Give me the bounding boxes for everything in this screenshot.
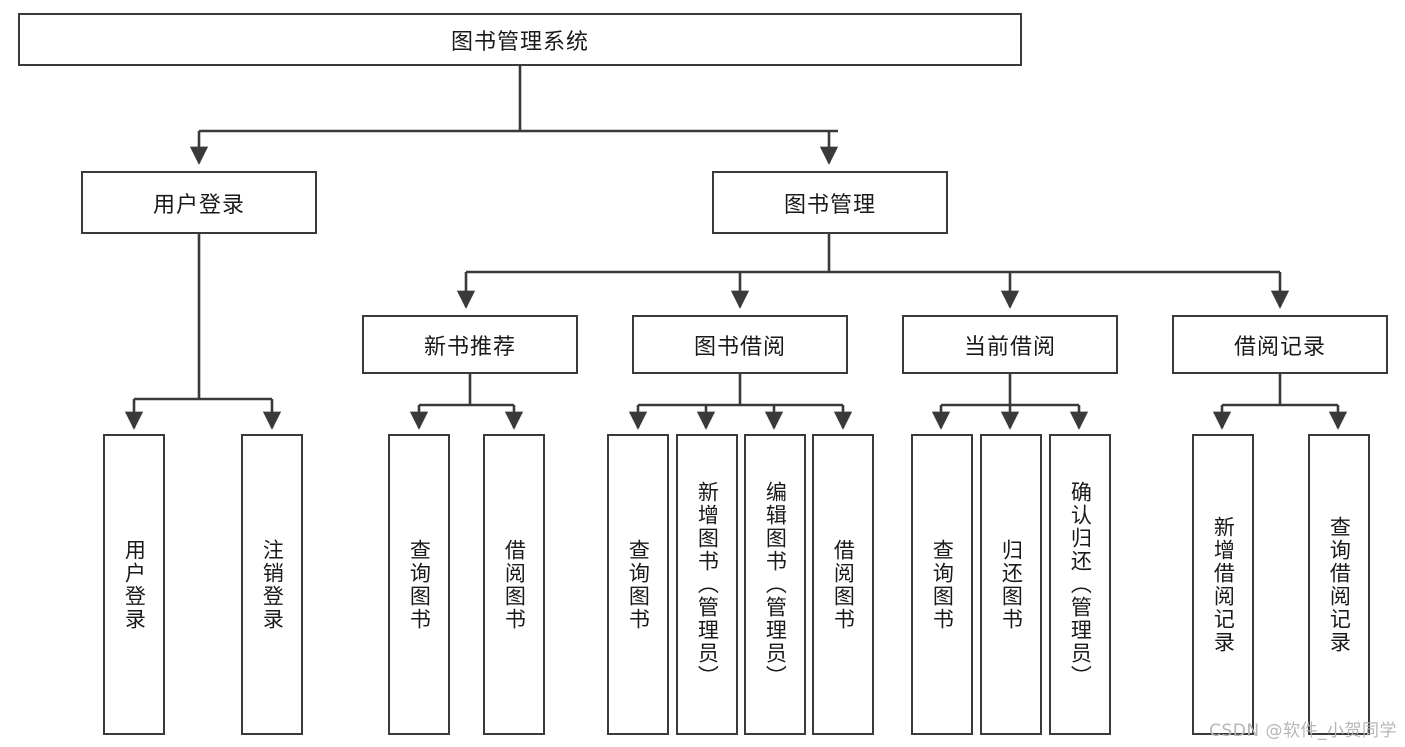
node-leaf-user-login-label: 用户登录 [122,538,147,631]
node-root-label: 图书管理系统 [450,29,589,55]
node-leaf-query-book-1-label: 查询图书 [407,538,432,631]
node-leaf-borrow-book-2-label: 借阅图书 [831,538,856,631]
node-leaf-borrow-book-2[interactable]: 借阅图书 [812,434,874,735]
node-leaf-logout[interactable]: 注销登录 [241,434,303,735]
node-current-borrow-label: 当前借阅 [963,334,1056,360]
watermark: CSDN @软件_小贺同学 [1209,721,1397,741]
node-leaf-logout-label: 注销登录 [260,538,285,631]
node-borrow-record-label: 借阅记录 [1233,334,1326,360]
node-leaf-return-book[interactable]: 归还图书 [980,434,1042,735]
node-leaf-query-book-1[interactable]: 查询图书 [388,434,450,735]
node-leaf-edit-book[interactable]: 编辑图书（管理员） [744,434,806,735]
node-root[interactable]: 图书管理系统 [18,13,1022,66]
node-user-login-label: 用户登录 [152,192,245,218]
node-leaf-user-login[interactable]: 用户登录 [103,434,165,735]
node-leaf-query-book-2-label: 查询图书 [626,538,651,631]
node-user-login[interactable]: 用户登录 [81,171,317,234]
node-book-borrow-label: 图书借阅 [693,334,786,360]
node-leaf-add-book-label: 新增图书（管理员） [695,481,720,688]
node-book-manage[interactable]: 图书管理 [712,171,948,234]
node-leaf-edit-book-label: 编辑图书（管理员） [763,481,788,688]
node-book-manage-label: 图书管理 [783,192,876,218]
node-leaf-query-book-3-label: 查询图书 [930,538,955,631]
node-leaf-add-record[interactable]: 新增借阅记录 [1192,434,1254,735]
node-book-borrow[interactable]: 图书借阅 [632,315,848,374]
node-leaf-add-book[interactable]: 新增图书（管理员） [676,434,738,735]
node-leaf-add-record-label: 新增借阅记录 [1211,515,1236,654]
node-leaf-query-book-3[interactable]: 查询图书 [911,434,973,735]
node-new-book-recommend-label: 新书推荐 [423,334,516,360]
node-leaf-confirm-return-label: 确认归还（管理员） [1068,481,1093,688]
node-new-book-recommend[interactable]: 新书推荐 [362,315,578,374]
node-leaf-borrow-book-1[interactable]: 借阅图书 [483,434,545,735]
node-leaf-query-book-2[interactable]: 查询图书 [607,434,669,735]
node-leaf-borrow-book-1-label: 借阅图书 [502,538,527,631]
node-leaf-query-record-label: 查询借阅记录 [1327,515,1352,654]
node-leaf-confirm-return[interactable]: 确认归还（管理员） [1049,434,1111,735]
node-borrow-record[interactable]: 借阅记录 [1172,315,1388,374]
node-current-borrow[interactable]: 当前借阅 [902,315,1118,374]
node-leaf-return-book-label: 归还图书 [999,538,1024,631]
node-leaf-query-record[interactable]: 查询借阅记录 [1308,434,1370,735]
